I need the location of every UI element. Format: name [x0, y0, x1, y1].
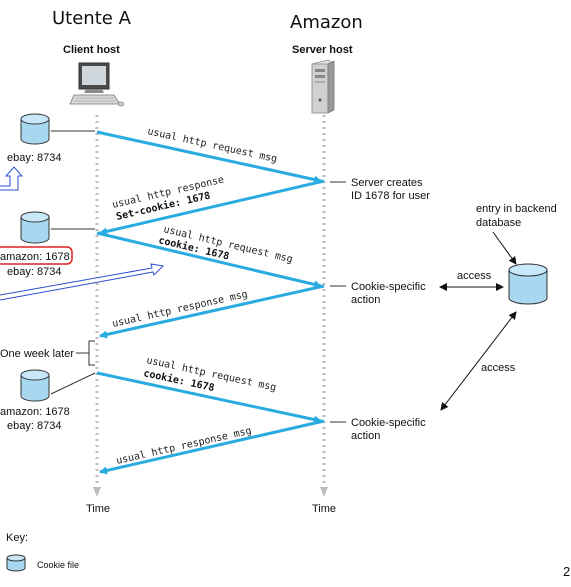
message-arrow-request-3	[96, 371, 322, 424]
cookie-action-2-line1: Cookie-specific	[351, 417, 426, 429]
title-amazon: Amazon	[290, 12, 363, 33]
key-title: Key:	[6, 532, 28, 544]
message-arrow-response-3	[99, 419, 325, 475]
cookie-action-2-line2: action	[351, 430, 380, 442]
server-tower-icon	[311, 59, 335, 114]
cookie-file-1-text: ebay: 8734	[7, 152, 61, 164]
client-host-label: Client host	[63, 44, 120, 56]
one-week-later-bracket	[88, 340, 95, 366]
message-label-response-2: usual http response msg	[111, 289, 249, 330]
server-time-label: Time	[312, 503, 336, 515]
client-computer-icon	[69, 62, 125, 107]
access-2-label: access	[481, 362, 516, 374]
access-2-arrow	[440, 311, 517, 411]
cookie-file-2-text-ebay: ebay: 8734	[7, 266, 61, 278]
server-creates-line2: ID 1678 for user	[351, 190, 430, 202]
cookie-file-3-text-ebay: ebay: 8734	[7, 420, 61, 432]
hollow-arrow-2	[0, 263, 165, 301]
backend-db-label-line1: entry in backend	[476, 203, 557, 215]
message-label-response-3: usual http response msg	[115, 426, 252, 467]
cookie-action-1-line2: action	[351, 294, 380, 306]
cookie-file-2-text-amazon: amazon: 1678	[0, 251, 70, 263]
cookie-file-2	[20, 211, 50, 244]
server-host-label: Server host	[292, 44, 353, 56]
cookie-file-3-text-amazon: amazon: 1678	[0, 406, 70, 418]
server-creates-line1: Server creates	[351, 177, 423, 189]
key-cookie-file-label: Cookie file	[37, 560, 79, 570]
cookie-file-3-connector	[50, 372, 96, 395]
page-number: 2	[563, 564, 570, 579]
message-arrow-request-2	[96, 231, 322, 289]
cookie-file-1	[20, 113, 50, 145]
backend-db-label-line2: database	[476, 217, 521, 229]
client-time-label: Time	[86, 503, 110, 515]
backend-db-pointer	[492, 231, 517, 265]
message-arrow-request-1	[96, 130, 322, 184]
message-arrow-response-1	[99, 179, 325, 236]
hollow-arrow-1	[0, 166, 24, 191]
title-utente-a: Utente A	[52, 8, 132, 29]
cookie-amazon-highlight	[0, 246, 73, 265]
backend-database-icon	[508, 263, 548, 305]
cookie-file-3	[20, 369, 50, 402]
message-arrow-response-2	[99, 284, 325, 339]
cookie-action-1-line1: Cookie-specific	[351, 281, 426, 293]
key-cookie-file-icon	[6, 554, 26, 572]
access-1-label: access	[457, 270, 492, 282]
one-week-later-label: One week later	[0, 348, 74, 360]
